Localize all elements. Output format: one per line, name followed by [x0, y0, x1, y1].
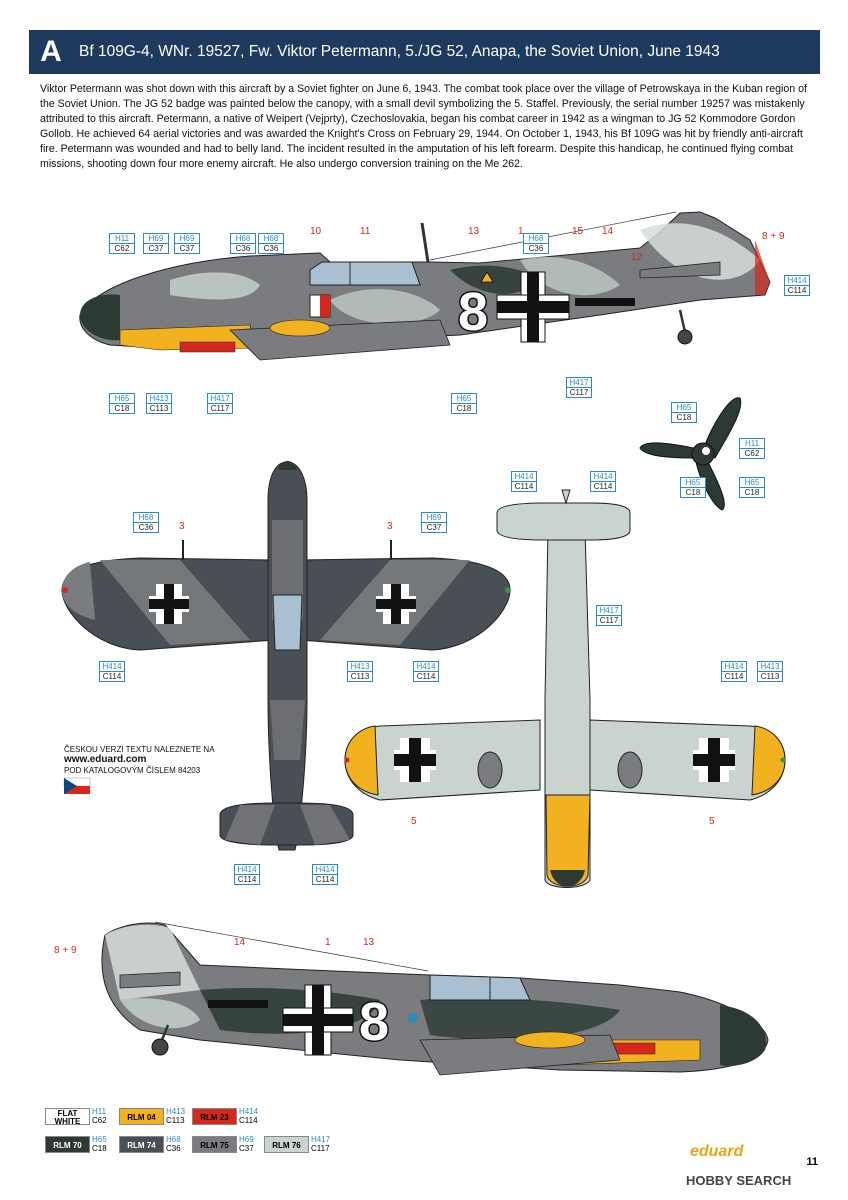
profile-letter: A [29, 30, 73, 74]
marking-number: 8 + 9 [762, 231, 785, 242]
page-number: 11 [806, 1156, 818, 1168]
fuselage-code-left: 8 [458, 282, 488, 342]
czech-flag-icon [63, 777, 91, 794]
balkenkreuz-bottom-left [394, 738, 436, 782]
marking-number: 10 [310, 226, 322, 237]
czech-note-line: ČESKOU VERZI TEXTU NALEZNETE NA [64, 745, 215, 754]
marking-number: 8 + 9 [54, 945, 77, 956]
legend-swatch: RLM 04 [119, 1108, 164, 1125]
marking-number: 15 [572, 226, 584, 237]
legend-swatch: RLM 75 [192, 1136, 237, 1153]
profile-header: A Bf 109G-4, WNr. 19527, Fw. Viktor Pete… [29, 30, 820, 74]
marking-number: 13 [468, 226, 480, 237]
legend-swatch: RLM 23 [192, 1108, 237, 1125]
hobby-search-watermark: HOBBY SEARCH [686, 1173, 792, 1188]
marking-number: 5 [709, 816, 715, 827]
legend-swatch: RLM 74 [119, 1136, 164, 1153]
marking-number: 1 [325, 937, 331, 948]
eduard-website-link[interactable]: www.eduard.com [64, 754, 147, 765]
marking-number: 14 [602, 226, 614, 237]
profile-title: Bf 109G-4, WNr. 19527, Fw. Viktor Peterm… [79, 43, 720, 60]
legend-swatch: RLM 76 [264, 1136, 309, 1153]
marking-number: 3 [387, 521, 393, 532]
balkenkreuz-fuselage-left [496, 271, 570, 343]
czech-note-line: POD KATALOGOVÝM ČÍSLEM 84203 [64, 766, 201, 775]
legend-swatch: FLAT WHITE [45, 1108, 90, 1126]
czech-version-note: ČESKOU VERZI TEXTU NALEZNETE NA www.edua… [63, 745, 215, 796]
marking-number: 13 [363, 937, 375, 948]
legend-swatch: RLM 70 [45, 1136, 90, 1153]
marking-number: 14 [234, 937, 246, 948]
fuselage-code-right: 8 [359, 992, 389, 1052]
profile-description: Viktor Petermann was shot down with this… [40, 83, 807, 170]
marking-number: 11 [360, 226, 371, 237]
marking-number: 12 [631, 252, 643, 263]
balkenkreuz-top-right [376, 584, 416, 624]
marking-number: 3 [179, 521, 185, 532]
balkenkreuz-bottom-right [693, 738, 735, 782]
eduard-logo: eduard [690, 1143, 744, 1160]
balkenkreuz-top-left [149, 584, 189, 624]
marking-number: 5 [411, 816, 417, 827]
balkenkreuz-fuselage-right [282, 984, 354, 1056]
marking-number: 1 [518, 226, 524, 237]
